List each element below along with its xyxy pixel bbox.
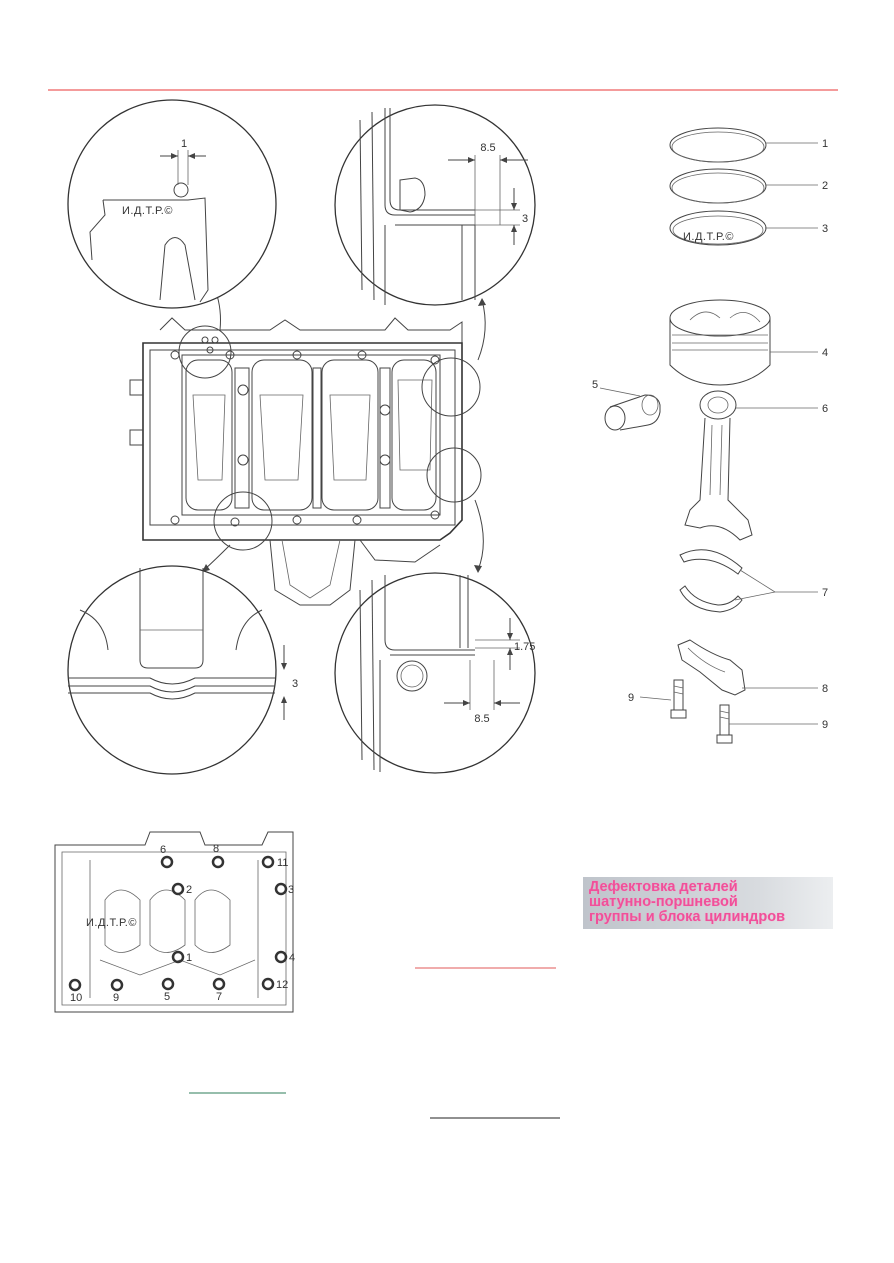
dim-top-left: 1 xyxy=(181,138,187,150)
section-title-line-2: шатунно-поршневой xyxy=(589,894,738,910)
connecting-rod xyxy=(684,390,818,541)
detail-view-bottom-right: 1.75 8.5 xyxy=(334,572,536,774)
callout-piston-4: 4 xyxy=(822,347,828,359)
callout-ring-3: 3 xyxy=(822,223,828,235)
callout-rod-6: 6 xyxy=(822,403,828,415)
bolt-label-9: 9 xyxy=(113,992,119,1004)
detail-view-bottom-left: 3 xyxy=(67,565,298,775)
bolt-label-8: 8 xyxy=(213,843,219,855)
dim-bottom-left: 3 xyxy=(292,678,298,690)
piston-rings: И.Д.Т.Р.© xyxy=(669,127,818,246)
bolt-label-4: 4 xyxy=(289,952,295,964)
callout-cap-8: 8 xyxy=(822,683,828,695)
bolt-label-10: 10 xyxy=(70,992,82,1004)
bolt-bosses xyxy=(170,336,440,527)
rod-cap xyxy=(677,639,818,696)
bolt-label-11: 11 xyxy=(277,857,288,869)
watermark-top-left: И.Д.Т.Р.© xyxy=(122,205,173,217)
bolt-label-12: 12 xyxy=(276,979,288,991)
callout-bolt-9-right: 9 xyxy=(822,719,828,731)
part-callouts: 1 2 3 4 5 6 7 8 9 9 xyxy=(592,138,828,731)
dim-bottom-right-vertical: 1.75 xyxy=(514,641,535,653)
callout-bearing-7: 7 xyxy=(822,587,828,599)
bearing-bays xyxy=(185,359,437,511)
bolt-label-6: 6 xyxy=(160,844,166,856)
dim-top-right-vertical: 3 xyxy=(522,213,528,225)
bolt-label-5: 5 xyxy=(164,991,170,1003)
watermark-rings: И.Д.Т.Р.© xyxy=(683,231,734,243)
piston-pin xyxy=(599,387,661,431)
watermark-bolt-diagram: И.Д.Т.Р.© xyxy=(86,917,137,929)
dim-bottom-right-horizontal: 8.5 xyxy=(474,713,489,725)
bolt-label-7: 7 xyxy=(216,991,222,1003)
dim-top-right-horizontal: 8.5 xyxy=(480,142,495,154)
callout-ring-1: 1 xyxy=(822,138,828,150)
bolt-label-1: 1 xyxy=(186,952,192,964)
detail-view-top-right: 8.5 3 xyxy=(334,104,536,306)
section-title-box: Дефектовка деталей шатунно-поршневой гру… xyxy=(583,877,833,929)
bolt-label-3: 3 xyxy=(288,884,294,896)
detail-mark-bottom-right xyxy=(426,447,482,503)
detail-mark-top-left xyxy=(178,325,232,379)
bearing-shells xyxy=(679,549,818,613)
callout-pin-5: 5 xyxy=(592,379,598,391)
callout-ring-2: 2 xyxy=(822,180,828,192)
bolt-order-diagram: И.Д.Т.Р.© 6 8 11 2 3 1 4 10 9 5 7 12 xyxy=(54,831,295,1013)
section-title-line-1: Дефектовка деталей xyxy=(589,879,738,895)
rod-bolts xyxy=(639,679,818,744)
cylinder-block-drawing xyxy=(129,290,486,606)
detail-mark-top-right xyxy=(421,357,481,417)
detail-mark-bottom-left xyxy=(213,491,273,551)
detail-view-top-left: 1 И.Д.Т.Р.© xyxy=(67,99,277,309)
piston xyxy=(669,299,818,386)
callout-bolt-9-left: 9 xyxy=(628,692,634,704)
bolt-label-2: 2 xyxy=(186,884,192,896)
section-title-line-3: группы и блока цилиндров xyxy=(589,909,786,925)
